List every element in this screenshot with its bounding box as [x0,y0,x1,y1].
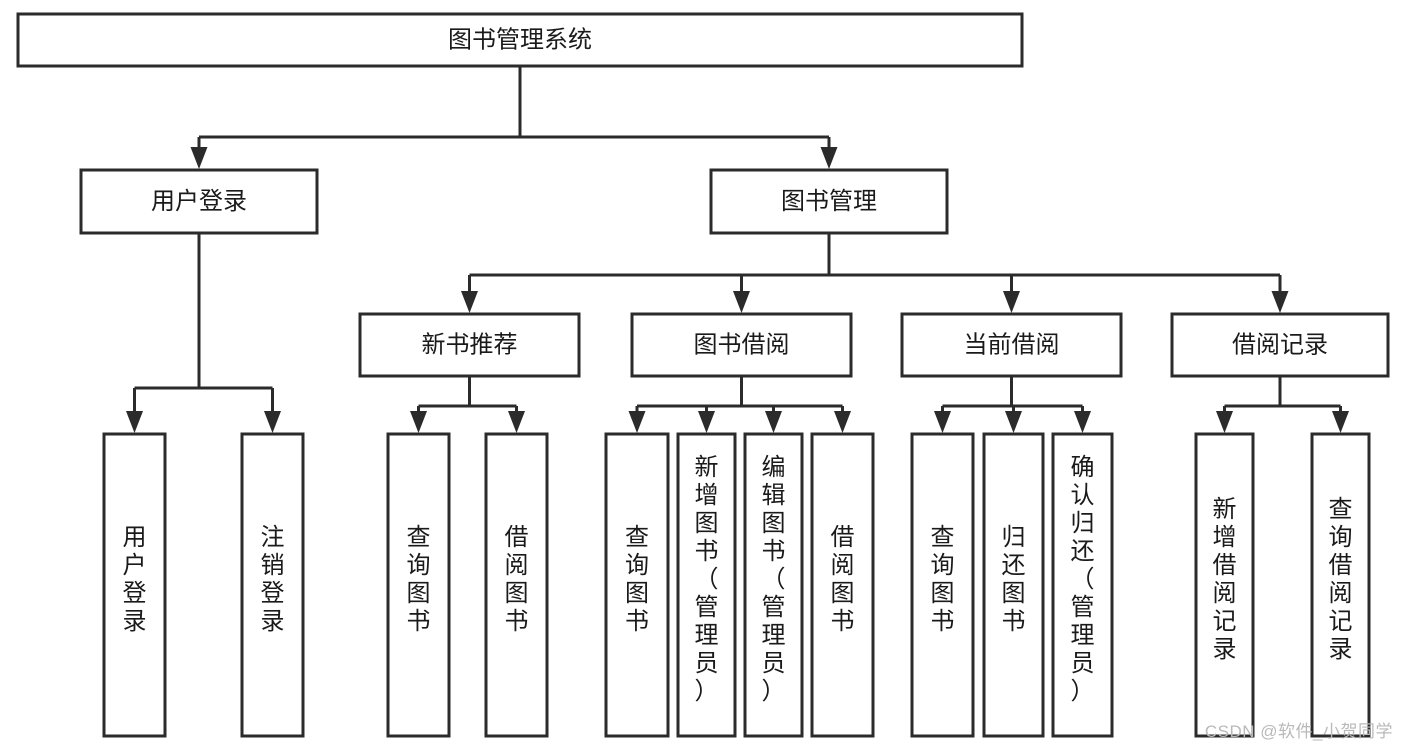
node-label: 确认归还（管理员） [1071,454,1095,705]
node-label: 借阅图书 [831,524,855,635]
node-label: 借阅图书 [505,524,529,635]
node-box [358,312,581,378]
node-label: 当前借阅 [964,331,1060,358]
node-root[interactable]: 图书管理系统 [16,12,1024,68]
node-l2-user[interactable]: 用户登录 [79,168,319,235]
node-label: 图书借阅 [694,331,790,358]
arrow-head-icon [1003,291,1020,313]
node-box [1310,432,1371,738]
node-box [604,432,670,738]
node-label: 查询借阅记录 [1329,496,1353,663]
node-box [16,12,1024,68]
node-box [1170,312,1390,378]
arrow-head-icon [1005,411,1022,433]
node-leaf-b-query[interactable]: 查询图书 [604,432,670,738]
arrow-head-icon [264,411,281,433]
node-label: 编辑图书（管理员） [762,454,786,705]
node-box [630,312,853,378]
arrow-head-icon [765,411,782,433]
arrow-head-icon [190,147,208,169]
node-label: 查询图书 [625,524,649,635]
node-box [910,432,975,738]
connector-group-l3_record [1216,376,1349,433]
node-box [1051,432,1114,738]
node-l2-book[interactable]: 图书管理 [709,168,949,235]
arrow-head-icon [934,411,951,433]
node-l3-current[interactable]: 当前借阅 [900,312,1123,378]
arrow-head-icon [1216,411,1233,433]
arrow-head-icon [1074,411,1091,433]
node-box [982,432,1045,738]
node-leaf-b-lend[interactable]: 借阅图书 [810,432,875,738]
connector-group-root [190,66,838,169]
node-box [240,432,305,738]
node-label: 查询图书 [931,524,955,635]
node-label: 借阅记录 [1232,331,1328,358]
node-box [810,432,875,738]
connector-group-l3_new [410,376,525,433]
connector-group-l3_current [934,376,1091,433]
node-leaf-user-logout[interactable]: 注销登录 [240,432,305,738]
node-l3-new[interactable]: 新书推荐 [358,312,581,378]
node-label: 图书管理 [781,188,877,215]
node-box [709,168,949,235]
arrow-head-icon [410,411,427,433]
node-leaf-r-query[interactable]: 查询借阅记录 [1310,432,1371,738]
connector-group-l2_user [126,233,281,433]
node-leaf-c-return[interactable]: 归还图书 [982,432,1045,738]
node-box [743,432,804,738]
csdn-watermark: CSDN @软件_小贺同学 [1204,722,1393,741]
node-box [900,312,1123,378]
arrow-head-icon [698,411,715,433]
node-box [1194,432,1255,738]
connector-group-l3_borrow [628,376,851,433]
node-layer: 图书管理系统用户登录图书管理新书推荐图书借阅当前借阅借阅记录用户登录注销登录查询… [16,12,1390,738]
node-leaf-c-confirm[interactable]: 确认归还（管理员） [1051,432,1114,738]
arrow-head-icon [1332,411,1349,433]
node-box [676,432,737,738]
node-label: 新增图书（管理员） [695,454,719,705]
arrow-head-icon [834,411,851,433]
arrow-head-icon [508,411,525,433]
node-label: 归还图书 [1002,524,1026,635]
node-label: 查询图书 [407,524,431,635]
node-label: 图书管理系统 [448,26,592,53]
arrow-head-icon [628,411,646,433]
node-label: 新书推荐 [422,331,518,358]
arrow-head-icon [461,291,478,313]
connector-group-l2_book [461,233,1289,313]
node-leaf-r-add[interactable]: 新增借阅记录 [1194,432,1255,738]
node-leaf-c-query[interactable]: 查询图书 [910,432,975,738]
arrow-head-icon [820,147,838,169]
node-label: 用户登录 [151,188,247,215]
node-box [386,432,451,738]
node-leaf-b-edit[interactable]: 编辑图书（管理员） [743,432,804,738]
arrow-head-icon [126,411,143,433]
node-leaf-b-add[interactable]: 新增图书（管理员） [676,432,737,738]
arrow-head-icon [733,291,750,313]
node-box [484,432,549,738]
arrow-head-icon [1271,291,1289,313]
node-leaf-new-query[interactable]: 查询图书 [386,432,451,738]
node-box [79,168,319,235]
node-box [102,432,167,738]
node-l3-borrow[interactable]: 图书借阅 [630,312,853,378]
node-l3-record[interactable]: 借阅记录 [1170,312,1390,378]
node-label: 注销登录 [261,524,285,635]
node-label: 新增借阅记录 [1213,496,1237,663]
node-leaf-user-login[interactable]: 用户登录 [102,432,167,738]
connector-layer [126,66,1349,433]
node-leaf-new-borrow[interactable]: 借阅图书 [484,432,549,738]
node-label: 用户登录 [123,524,147,635]
